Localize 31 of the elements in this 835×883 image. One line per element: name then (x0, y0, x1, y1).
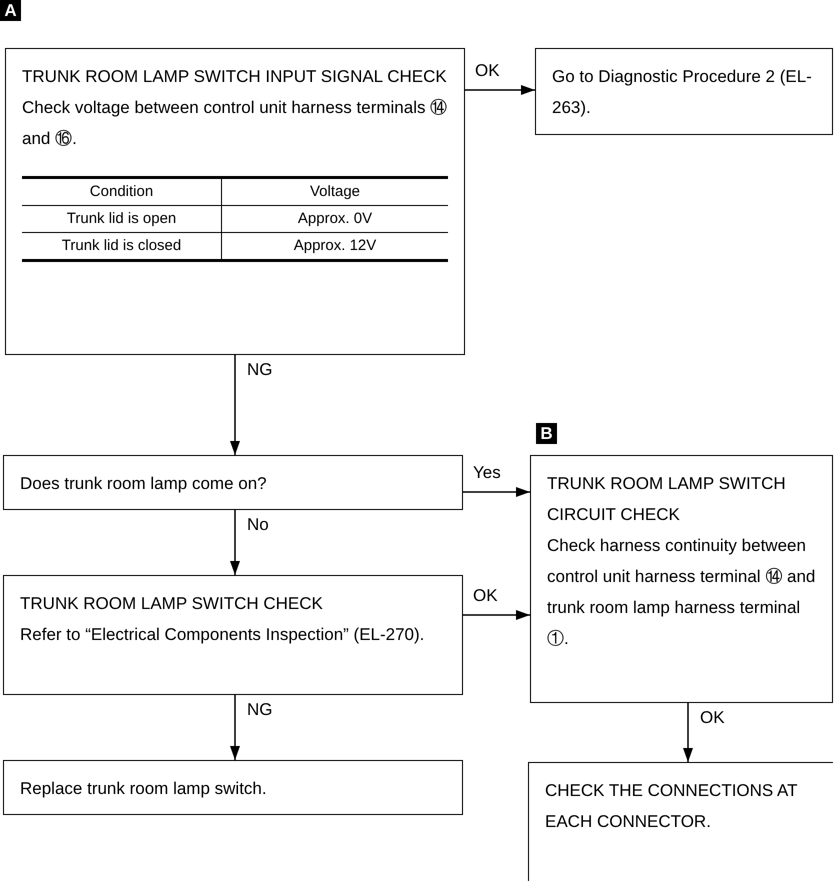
box-text: Replace trunk room lamp switch. (20, 778, 268, 800)
box-text: TRUNK ROOM LAMP SWITCH INPUT SIGNAL CHECK (22, 66, 448, 88)
process-box (535, 48, 833, 135)
arrow (463, 487, 530, 497)
box-text: Check voltage between control unit harness terminals ⑭ and ⑯. (22, 97, 448, 150)
arrow (683, 703, 693, 762)
table-cell: Approx. 0V (222, 206, 448, 233)
table-cell: Trunk lid is closed (22, 233, 222, 259)
process-box (530, 455, 833, 703)
box-text: Refer to “Electrical Components Inspection” (EL-270). (20, 624, 426, 646)
section-marker: A (0, 0, 21, 21)
process-box (3, 575, 463, 695)
box-text: Does trunk room lamp come on? (20, 473, 268, 495)
arrow (463, 610, 530, 620)
arrow (465, 85, 535, 95)
box-text: Go to Diagnostic Procedure 2 (EL-263). (552, 66, 813, 119)
process-box (3, 760, 463, 815)
arrow (230, 355, 240, 455)
section-marker: B (536, 423, 557, 444)
table-cell: Trunk lid is open (22, 206, 222, 233)
box-text: TRUNK ROOM LAMP SWITCH CHECK (20, 593, 324, 615)
box-text: TRUNK ROOM LAMP SWITCH CIRCUIT CHECK (547, 473, 787, 526)
arrow (230, 510, 240, 575)
arrow (230, 695, 240, 760)
table-cell-text: Approx. 12V (292, 236, 378, 256)
table-cell: Condition (22, 179, 222, 206)
table-cell: Voltage (222, 179, 448, 206)
process-box (5, 48, 465, 355)
process-box (3, 455, 463, 510)
box-text: CHECK THE CONNECTIONS AT EACH CONNECTOR. (545, 780, 798, 833)
box-text: Check harness continuity between control unit harness terminal ⑭ and trunk room lamp harness terminal ①. (547, 535, 816, 650)
